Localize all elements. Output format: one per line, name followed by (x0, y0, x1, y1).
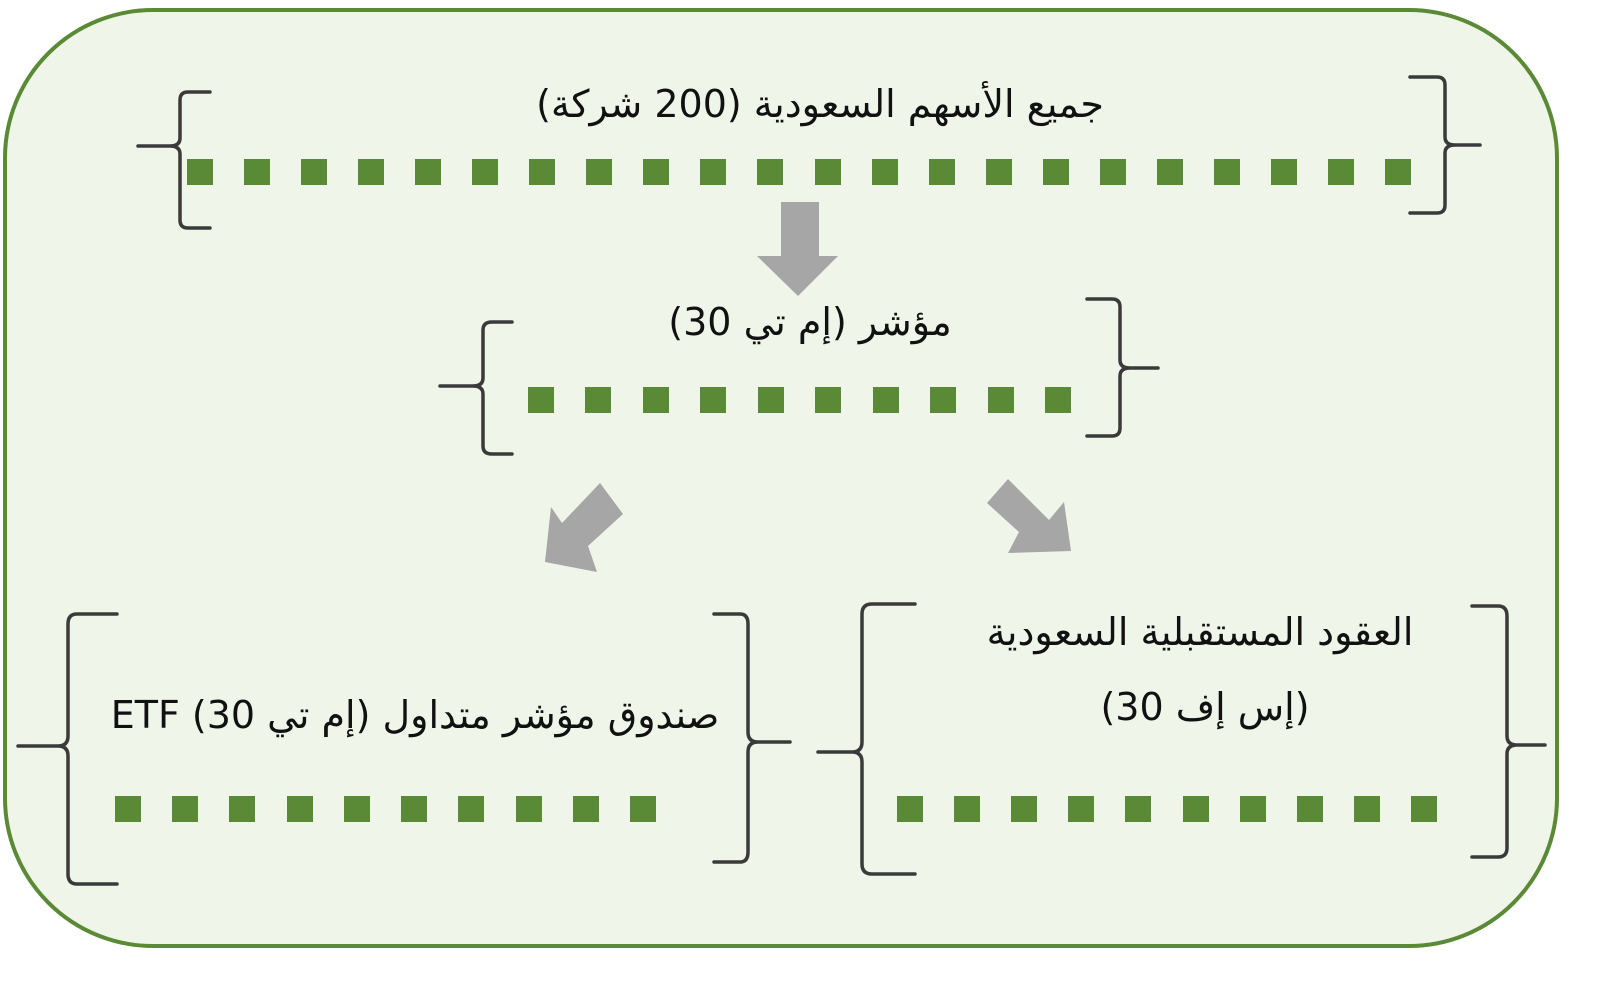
stock-square (1213, 159, 1240, 185)
etf-square (401, 796, 428, 822)
index-square (700, 387, 727, 413)
etf-square (172, 796, 199, 822)
bottom-left-right-brace-icon (712, 612, 792, 864)
futures-squares (897, 796, 1437, 822)
futures-square (1239, 796, 1266, 822)
futures-square (897, 796, 923, 822)
stock-square (358, 159, 385, 185)
stock-square (1384, 159, 1411, 185)
stock-square (814, 159, 841, 185)
index-square (528, 387, 554, 413)
etf-square (629, 796, 656, 822)
index-square (815, 387, 842, 413)
futures-square (1068, 796, 1095, 822)
futures-square (954, 796, 981, 822)
futures-square (1125, 796, 1152, 822)
stock-square (643, 159, 670, 185)
futures-square (1410, 796, 1437, 822)
stock-square (586, 159, 613, 185)
middle-left-brace-icon (438, 320, 514, 456)
etf-square (115, 796, 141, 822)
down-left-arrow-icon (545, 483, 623, 572)
etf-square (572, 796, 599, 822)
index-square (585, 387, 612, 413)
middle-group-label: مؤشر (إم تي 30) (668, 300, 952, 344)
top-right-brace-icon (1408, 75, 1482, 215)
stock-square (415, 159, 442, 185)
stock-square (1327, 159, 1354, 185)
top-group-label: جميع الأسهم السعودية (200 شركة) (536, 82, 1104, 126)
middle-index-squares (528, 387, 1071, 413)
stock-square (871, 159, 898, 185)
stock-square (1042, 159, 1069, 185)
etf-group-label: صندوق مؤشر متداول (إم تي 30) ETF (110, 693, 720, 737)
stock-square (529, 159, 556, 185)
stock-square (301, 159, 328, 185)
etf-squares (115, 796, 656, 822)
futures-group-label-line1: العقود المستقبلية السعودية (986, 610, 1414, 654)
bottom-right-right-brace-icon (1470, 604, 1547, 859)
stock-square (187, 159, 213, 185)
index-square (987, 387, 1014, 413)
top-left-brace-icon (136, 90, 212, 230)
futures-square (1353, 796, 1380, 822)
stock-square (1099, 159, 1126, 185)
index-square (642, 387, 669, 413)
stock-square (244, 159, 271, 185)
stock-square (985, 159, 1012, 185)
stock-square (1270, 159, 1297, 185)
futures-square (1182, 796, 1209, 822)
futures-group-label-line2: (إس إف 30) (1100, 685, 1310, 729)
futures-square (1296, 796, 1323, 822)
down-right-arrow-icon (987, 479, 1071, 553)
middle-right-brace-icon (1085, 297, 1160, 438)
index-square (872, 387, 899, 413)
top-stock-squares (187, 159, 1411, 185)
etf-square (286, 796, 313, 822)
index-square (757, 387, 784, 413)
etf-square (515, 796, 542, 822)
stock-square (700, 159, 727, 185)
futures-square (1011, 796, 1038, 822)
etf-square (343, 796, 370, 822)
bottom-right-left-brace-icon (816, 602, 917, 876)
stock-square (472, 159, 499, 185)
bottom-left-left-brace-icon (16, 612, 119, 886)
index-square (1044, 387, 1071, 413)
index-square (930, 387, 957, 413)
stock-square (1156, 159, 1183, 185)
stock-square (757, 159, 784, 185)
stock-square (928, 159, 955, 185)
etf-square (229, 796, 256, 822)
etf-square (458, 796, 485, 822)
down-arrow-icon (757, 202, 838, 296)
